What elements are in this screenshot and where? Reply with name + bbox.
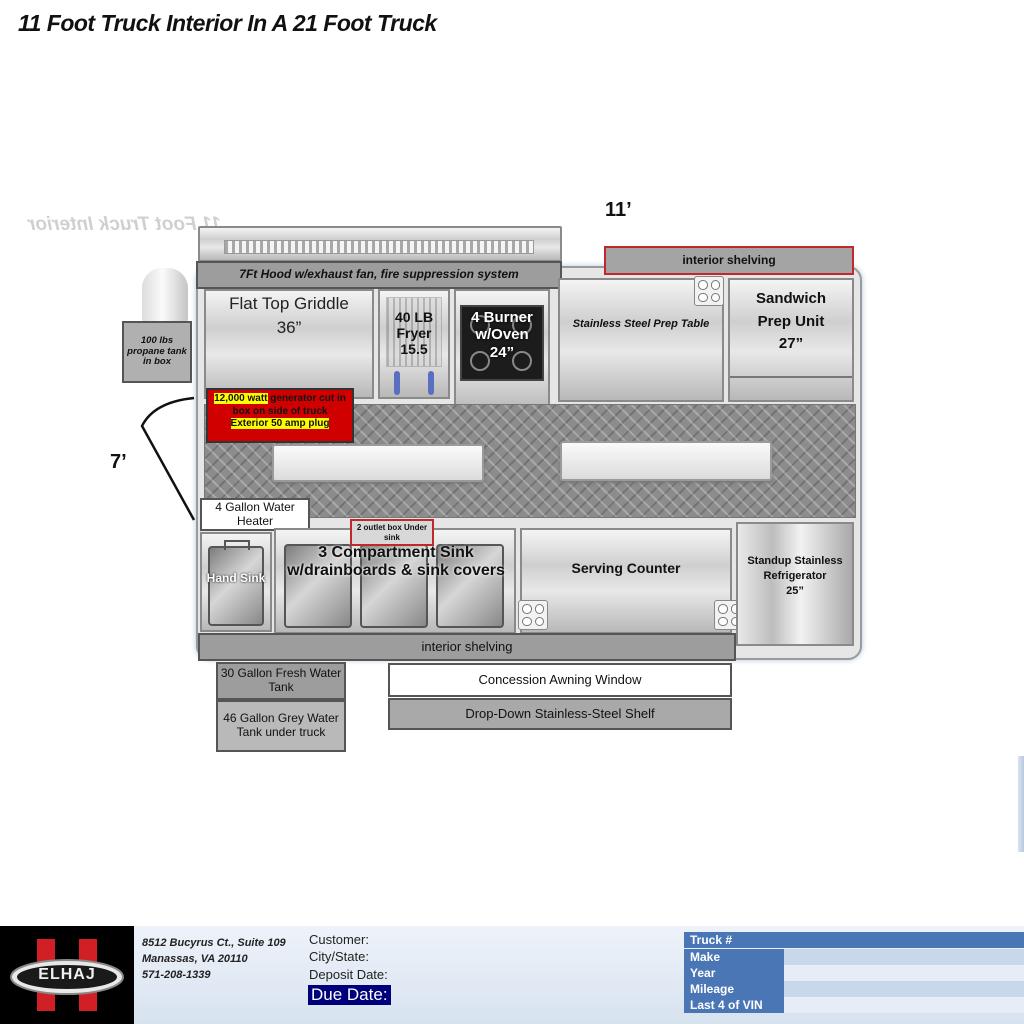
propane-label: 100 lbs propane tank in box xyxy=(122,321,192,383)
sandwich-line3: 27” xyxy=(778,335,804,352)
interior-shelving-top: interior shelving xyxy=(604,246,854,275)
table-row: Year xyxy=(684,965,1024,981)
hand-sink: Hand Sink xyxy=(200,532,272,632)
due-date-label: Due Date: xyxy=(308,985,391,1005)
burner-icon xyxy=(512,351,532,371)
burner-icon xyxy=(470,351,490,371)
griddle-size: 36” xyxy=(276,318,302,337)
hood-frame xyxy=(198,226,562,262)
mileage-label: Mileage xyxy=(684,981,784,997)
mirrored-title: 11 Foot Truck Interior xyxy=(28,214,222,235)
three-sink-label: 3 Compartment Sink w/drainboards & sink … xyxy=(287,544,505,580)
make-label: Make xyxy=(684,949,784,965)
griddle-name: Flat Top Griddle xyxy=(229,294,349,313)
burner-line1: 4 Burner xyxy=(471,309,533,326)
generator-desc: generator cut in box on side of truck xyxy=(232,393,346,417)
hand-sink-bowl xyxy=(208,546,264,626)
door-swing-arc xyxy=(140,396,196,521)
generator-plug: Exterior 50 amp plug xyxy=(230,418,330,429)
fryer-handle-right xyxy=(428,371,434,395)
fryer-basket xyxy=(386,297,442,367)
burner-label: 4 Burner w/Oven 24” xyxy=(456,309,548,361)
serving-counter: Serving Counter xyxy=(520,528,732,634)
grey-water-tank: 46 Gallon Grey Water Tank under truck xyxy=(216,700,346,752)
burner-line3: 24” xyxy=(489,343,515,361)
hood-filter-grille xyxy=(224,240,534,254)
burner-grate xyxy=(460,305,544,381)
table-row: Truck # xyxy=(684,932,1024,948)
company-phone: 571-208-1339 xyxy=(142,968,211,981)
sandwich-line1: Sandwich xyxy=(755,290,826,307)
refrigerator-label: Standup Stainless Refrigerator 25” xyxy=(738,554,852,599)
company-logo: ELHAJ xyxy=(0,926,134,1024)
sandwich-prep-unit: Sandwich Prep Unit 27” xyxy=(728,278,854,402)
generator-note: 12,000 watt generator cut in box on side… xyxy=(206,388,354,443)
ceiling-light xyxy=(560,441,772,481)
diagram-title: 11 Foot Truck Interior In A 21 Foot Truc… xyxy=(18,10,437,36)
outlet-icon xyxy=(694,276,724,306)
sink-bowl xyxy=(284,544,352,628)
faucet-icon xyxy=(224,540,250,550)
interior-shelving-bottom: interior shelving xyxy=(198,633,736,661)
edge-bar xyxy=(1018,756,1024,852)
length-dimension: 11’ xyxy=(605,199,632,221)
sink-bowl xyxy=(436,544,504,628)
sink-bowl xyxy=(360,544,428,628)
refrigerator-line3: 25” xyxy=(786,584,804,597)
truck-number-value[interactable] xyxy=(784,932,1024,948)
burner-icon xyxy=(470,315,490,335)
hand-sink-label: Hand Sink xyxy=(206,571,266,585)
width-dimension: 7’ xyxy=(110,451,127,473)
drop-down-shelf: Drop-Down Stainless-Steel Shelf xyxy=(388,698,732,730)
fryer-line3: 15.5 xyxy=(400,341,428,358)
concession-awning-window: Concession Awning Window xyxy=(388,663,732,697)
make-value[interactable] xyxy=(784,949,1024,965)
table-row: Mileage xyxy=(684,981,1024,997)
deposit-date-label: Deposit Date: xyxy=(309,966,388,982)
water-heater-label: 4 Gallon Water Heater xyxy=(200,498,310,531)
logo-emblem-icon xyxy=(10,939,124,1011)
outlet-box-label: 2 outlet box Under sink xyxy=(350,519,434,546)
sandwich-label: Sandwich Prep Unit 27” xyxy=(730,288,852,356)
refrigerator-line1: Standup Stainless xyxy=(747,555,843,567)
vin-value[interactable] xyxy=(784,997,1024,1013)
sandwich-line2: Prep Unit xyxy=(757,312,825,330)
fryer-handle-left xyxy=(394,371,400,395)
fryer-line1: 40 LB xyxy=(394,309,434,325)
four-burner-range: 4 Burner w/Oven 24” xyxy=(454,289,550,413)
address-line1: 8512 Bucyrus Ct., Suite 109 xyxy=(142,937,286,949)
fryer: 40 LB Fryer 15.5 xyxy=(378,289,450,399)
table-row: Last 4 of VIN xyxy=(684,997,1024,1013)
customer-label: Customer: xyxy=(309,932,369,947)
mileage-value[interactable] xyxy=(784,981,1024,997)
refrigerator-line2: Refrigerator xyxy=(763,569,827,582)
propane-tank-icon xyxy=(142,268,188,326)
prep-table-label: Stainless Steel Prep Table xyxy=(572,318,710,330)
standup-refrigerator: Standup Stainless Refrigerator 25” xyxy=(736,522,854,646)
hood-label: 7Ft Hood w/exhaust fan, fire suppression… xyxy=(196,261,562,289)
fryer-line2: Fryer xyxy=(396,325,432,342)
fresh-water-tank: 30 Gallon Fresh Water Tank xyxy=(216,662,346,700)
city-state-label: City/State: xyxy=(309,949,369,965)
vin-label: Last 4 of VIN xyxy=(684,997,784,1013)
flat-top-griddle: Flat Top Griddle 36” xyxy=(204,289,374,399)
truck-number-label: Truck # xyxy=(684,932,784,948)
unit-divider xyxy=(730,376,852,378)
burner-line2: w/Oven xyxy=(475,326,529,344)
address-line2: Manassas, VA 20110 xyxy=(142,952,248,965)
customer-form: Customer: City/State: Deposit Date: xyxy=(309,931,388,983)
table-row: Make xyxy=(684,949,1024,965)
serving-counter-label: Serving Counter xyxy=(571,560,681,576)
fryer-label: 40 LB Fryer 15.5 xyxy=(380,309,448,357)
burner-icon xyxy=(512,315,532,335)
logo-text: ELHAJ xyxy=(38,966,96,983)
truck-info-table: Truck # Make Year Mileage Last 4 of VIN xyxy=(0,932,1024,1014)
outlet-icon xyxy=(518,600,548,630)
generator-watt: 12,000 watt xyxy=(214,393,268,404)
ceiling-light xyxy=(272,444,484,482)
year-value[interactable] xyxy=(784,965,1024,981)
year-label: Year xyxy=(684,965,784,981)
company-address: 8512 Bucyrus Ct., Suite 109 Manassas, VA… xyxy=(142,936,286,984)
